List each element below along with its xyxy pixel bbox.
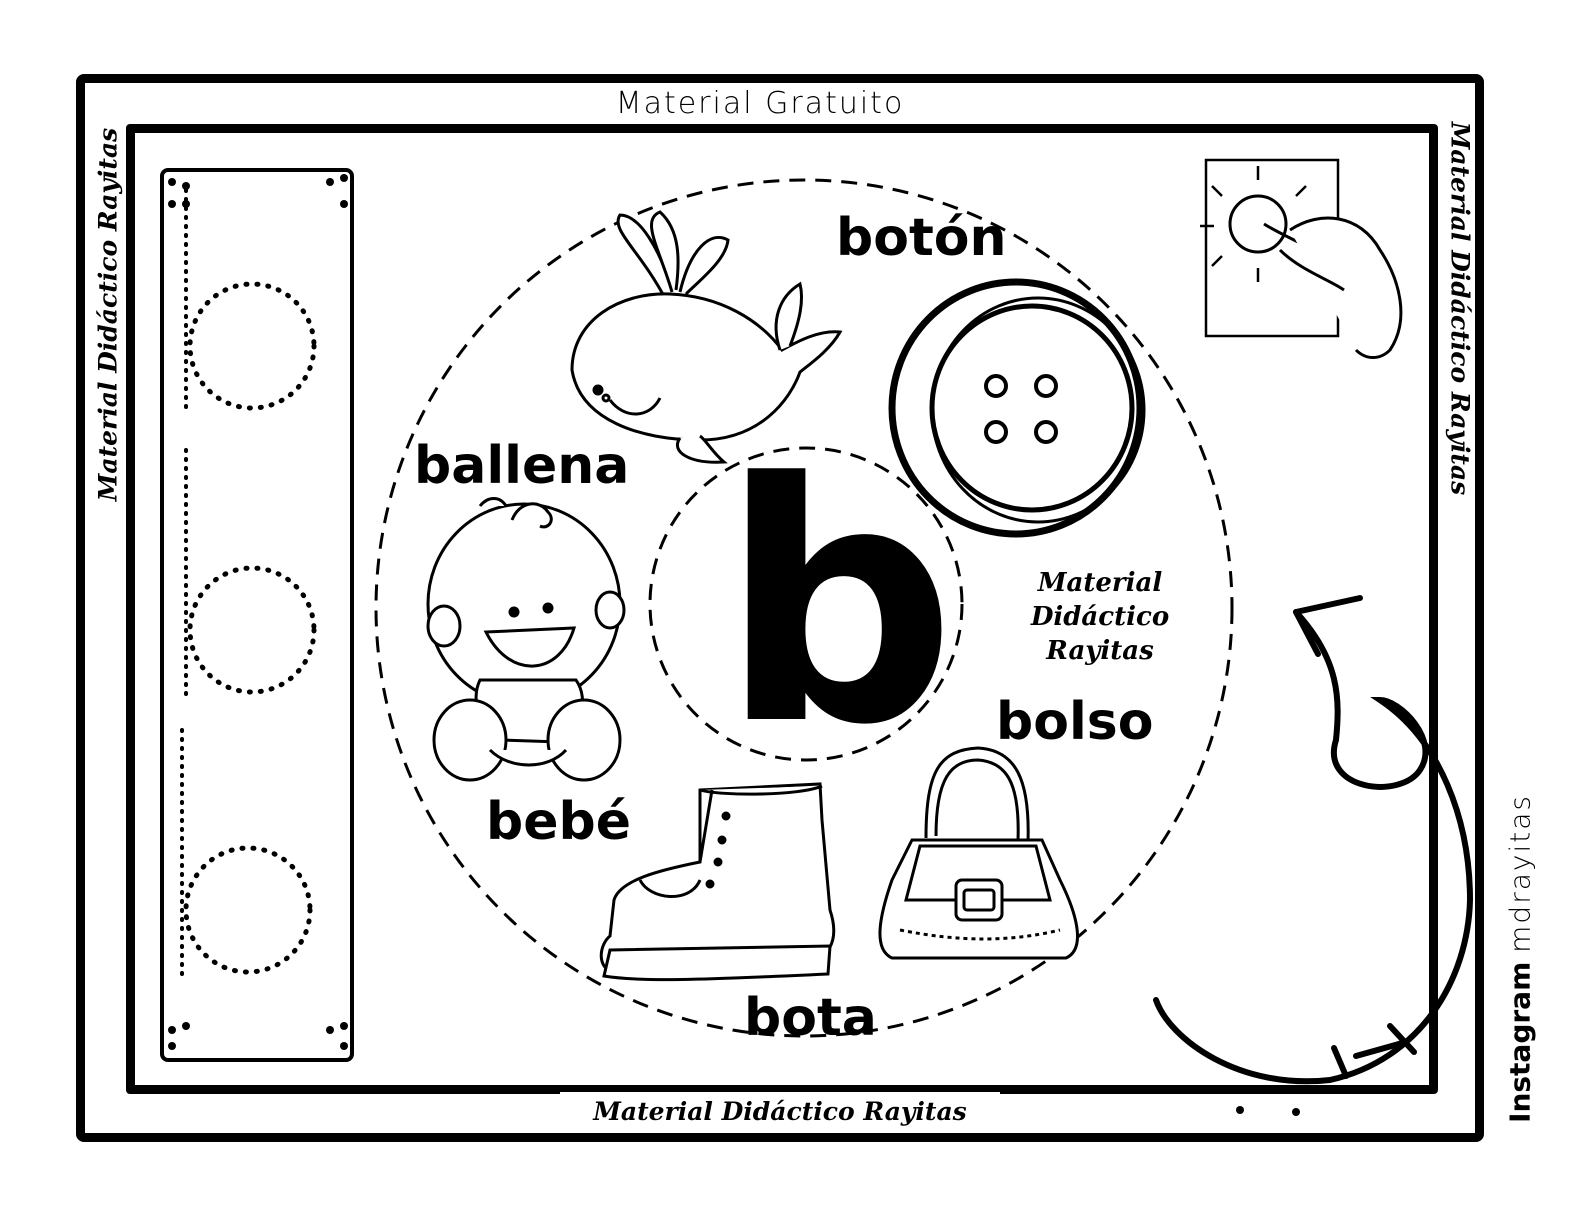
- center-brand-line: Rayitas: [1046, 636, 1154, 666]
- whale-icon: [570, 210, 843, 464]
- word-bebe: bebé: [486, 792, 631, 852]
- word-ballena: ballena: [414, 436, 630, 496]
- baby-icon: [426, 497, 626, 782]
- inner-dashed-circle: [648, 446, 964, 762]
- stroke-order-arrow-icon: [1153, 595, 1474, 1085]
- tracing-letter-b-icon: [160, 168, 354, 1062]
- decorative-dots: [1236, 1106, 1300, 1116]
- outer-frame: [76, 74, 1484, 1142]
- boot-icon: [599, 782, 836, 982]
- outer-dashed-circle: [374, 178, 1234, 1038]
- word-bota: bota: [744, 988, 877, 1048]
- page-title: Material Gratuito: [580, 84, 940, 124]
- footer-brand: Material Didáctico Rayitas: [560, 1092, 1000, 1132]
- featured-letter: b: [720, 413, 957, 797]
- touch-instruction-icon: [1200, 158, 1403, 359]
- word-bolso: bolso: [996, 692, 1154, 752]
- button-icon: [888, 278, 1146, 538]
- inner-frame: [126, 124, 1438, 1094]
- word-boton: botón: [836, 208, 1007, 268]
- center-brand-line: Material: [1037, 568, 1163, 598]
- center-brand-line: Didáctico: [1030, 602, 1170, 632]
- center-brand: Material Didáctico Rayitas: [1020, 566, 1180, 668]
- bag-icon: [878, 746, 1079, 960]
